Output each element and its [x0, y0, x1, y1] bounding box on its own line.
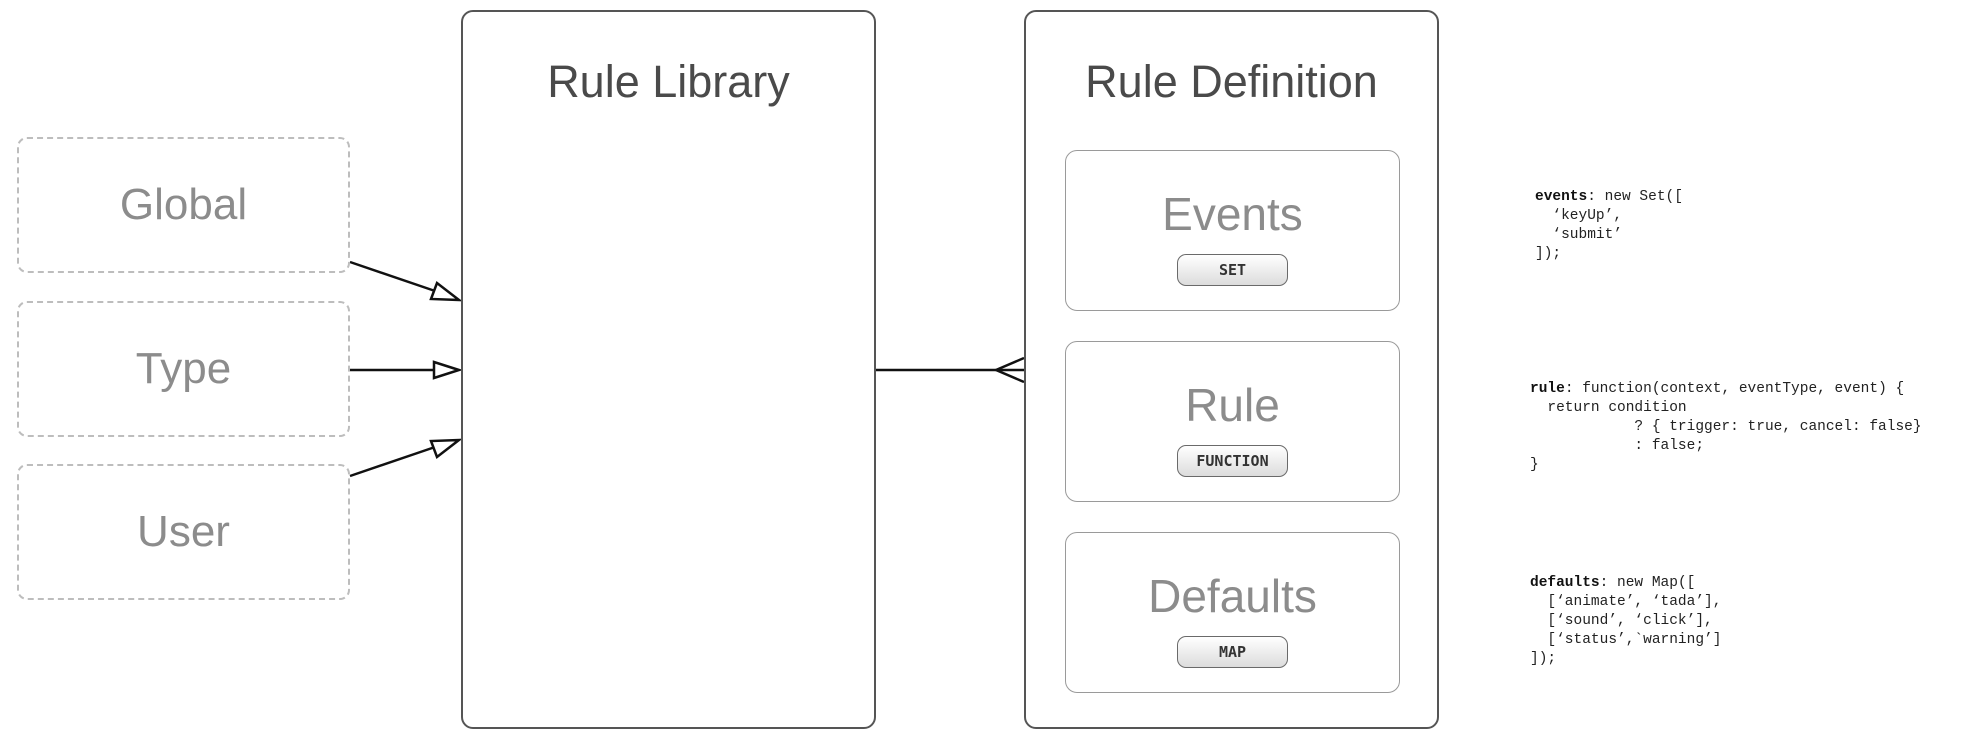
defaults-type-badge: MAP [1177, 636, 1288, 668]
defaults-code-body: : new Map([ [‘animate’, ‘tada’], [‘sound… [1530, 575, 1722, 667]
events-code-snippet: events: new Set([ ‘keyUp’, ‘submit’ ]); [1535, 188, 1683, 264]
events-card: Events SET [1065, 150, 1400, 311]
defaults-code-snippet: defaults: new Map([ [‘animate’, ‘tada’],… [1530, 574, 1721, 669]
rule-code-body: : function(context, eventType, event) { … [1530, 381, 1922, 473]
rule-library-panel: Rule Library [461, 10, 876, 729]
source-type-label: Type [135, 344, 232, 393]
source-user-label: User [137, 507, 230, 556]
global-arrowhead [429, 280, 463, 302]
rule-card: Rule FUNCTION [1065, 341, 1400, 502]
events-code-key: events [1535, 189, 1588, 205]
rule-type-badge: FUNCTION [1177, 445, 1288, 477]
events-code-body: : new Set([ ‘keyUp’, ‘submit’ ]); [1535, 189, 1683, 262]
global-to-library-line [349, 260, 439, 294]
source-global-label: Global [119, 180, 248, 229]
events-type-badge: SET [1177, 254, 1288, 286]
user-arrowhead [429, 438, 463, 460]
crows-foot-upper [995, 356, 1025, 372]
defaults-card: Defaults MAP [1065, 532, 1400, 693]
rule-code-key: rule [1530, 381, 1565, 397]
type-arrowhead [432, 360, 464, 380]
source-user: User [17, 464, 350, 600]
rule-code-snippet: rule: function(context, eventType, event… [1530, 380, 1922, 475]
events-card-label: Events [1162, 188, 1303, 240]
source-type: Type [17, 301, 350, 437]
user-to-library-line [349, 444, 439, 478]
crows-foot-lower [995, 368, 1025, 384]
rule-definition-title: Rule Definition [1085, 56, 1378, 107]
source-global: Global [17, 137, 350, 273]
defaults-card-label: Defaults [1148, 570, 1317, 622]
rule-library-title: Rule Library [547, 56, 790, 107]
defaults-code-key: defaults [1530, 575, 1600, 591]
rule-card-label: Rule [1185, 379, 1280, 431]
rule-definition-panel: Rule Definition Events SET Rule FUNCTION… [1024, 10, 1439, 729]
